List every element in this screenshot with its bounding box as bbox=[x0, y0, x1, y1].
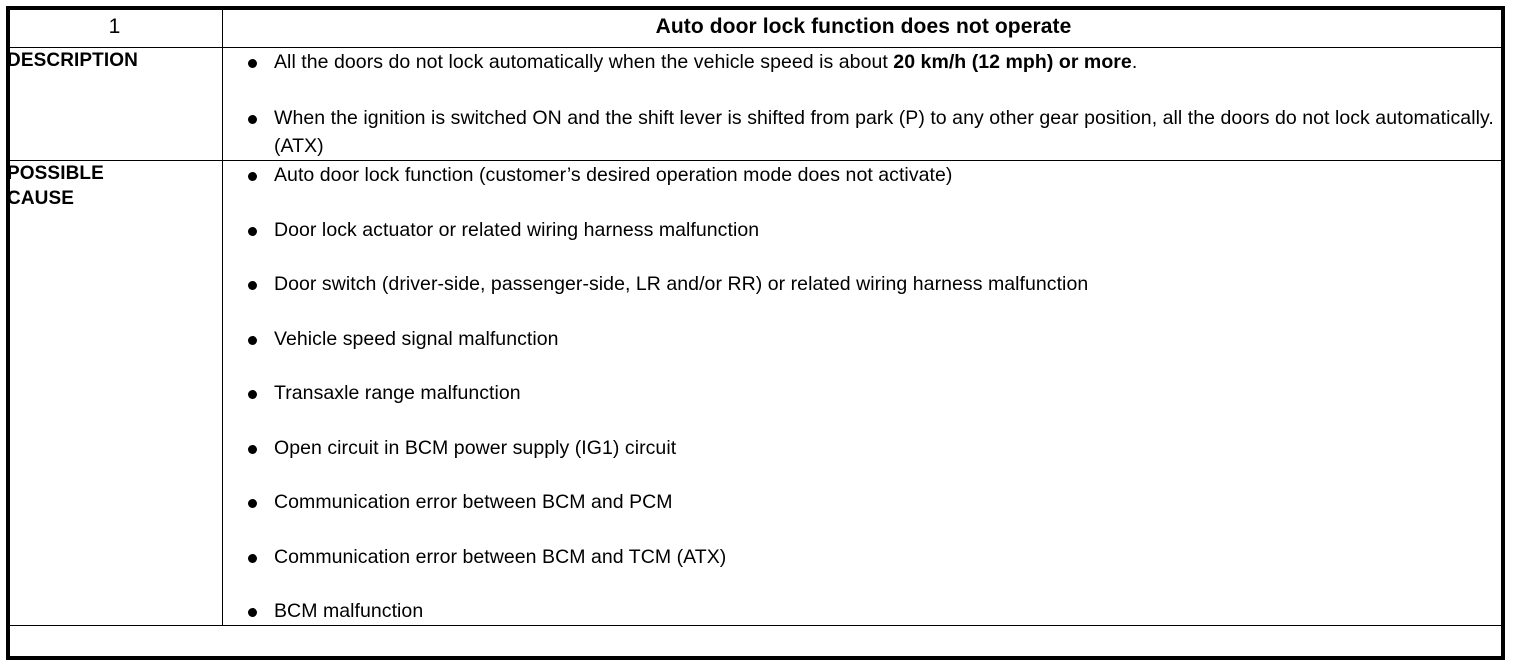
symptom-number-cell: 1 bbox=[6, 6, 223, 48]
bullet-text: . bbox=[1131, 51, 1138, 73]
bullet-text: Vehicle speed signal malfunction bbox=[274, 327, 559, 350]
bullet-list-item: Transaxle range malfunction bbox=[223, 379, 1504, 407]
possible-cause-bullet-list: Auto door lock function (customer’s desi… bbox=[223, 161, 1504, 625]
bullet-text: Communication error between BCM and PCM bbox=[274, 491, 673, 513]
bullet-text: Door lock actuator or related wiring har… bbox=[274, 218, 760, 241]
bullet-text: Door switch (driver-side, passenger-side… bbox=[274, 273, 1089, 295]
description-content-cell: All the doors do not lock automatically … bbox=[222, 47, 1505, 161]
bullet-list-item: Communication error between BCM and PCM bbox=[223, 488, 1504, 516]
bullet-text: Auto door lock function (customer’s desi… bbox=[274, 164, 953, 186]
bullet-text: When the ignition is switched ON and the… bbox=[274, 107, 1494, 157]
symptom-title-cell: Auto door lock function does not operate bbox=[222, 6, 1505, 48]
bullet-text: BCM malfunction bbox=[274, 600, 424, 622]
possible-cause-row: POSSIBLE CAUSE Auto door lock function (c… bbox=[6, 160, 1505, 626]
bullet-text: All the doors do not lock automatically … bbox=[274, 51, 894, 73]
bullet-text: Communication error between BCM and TCM … bbox=[274, 545, 727, 568]
bullet-list-item: All the doors do not lock automatically … bbox=[223, 48, 1504, 76]
description-row: DESCRIPTION All the doors do not lock au… bbox=[6, 47, 1505, 161]
possible-cause-label-line1: POSSIBLE bbox=[7, 163, 104, 184]
possible-cause-content-cell: Auto door lock function (customer’s desi… bbox=[222, 160, 1505, 626]
bullet-list-item: Auto door lock function (customer’s desi… bbox=[223, 161, 1504, 189]
bullet-list-item: BCM malfunction bbox=[223, 597, 1504, 625]
bullet-list-item: Open circuit in BCM power supply (IG1) c… bbox=[223, 434, 1504, 462]
bullet-list-item: Door lock actuator or related wiring har… bbox=[223, 216, 1504, 244]
possible-cause-label-line2: CAUSE bbox=[7, 188, 75, 209]
dtc-symptom-table: 1 Auto door lock function does not opera… bbox=[6, 6, 1505, 626]
bullet-text-emphasis: 20 km/h (12 mph) or more bbox=[893, 51, 1132, 73]
bullet-list-item: Door switch (driver-side, passenger-side… bbox=[223, 270, 1504, 298]
bullet-text: Transaxle range malfunction bbox=[274, 382, 521, 404]
bullet-text: Open circuit in BCM power supply (IG1) c… bbox=[274, 436, 677, 459]
bullet-list-item: When the ignition is switched ON and the… bbox=[223, 104, 1504, 160]
possible-cause-label-cell: POSSIBLE CAUSE bbox=[6, 160, 223, 626]
description-label-cell: DESCRIPTION bbox=[6, 47, 223, 161]
bullet-list-item: Vehicle speed signal malfunction bbox=[223, 325, 1504, 353]
bullet-list-item: Communication error between BCM and TCM … bbox=[223, 543, 1504, 571]
description-bullet-list: All the doors do not lock automatically … bbox=[223, 48, 1504, 160]
table-header-row: 1 Auto door lock function does not opera… bbox=[6, 6, 1505, 48]
